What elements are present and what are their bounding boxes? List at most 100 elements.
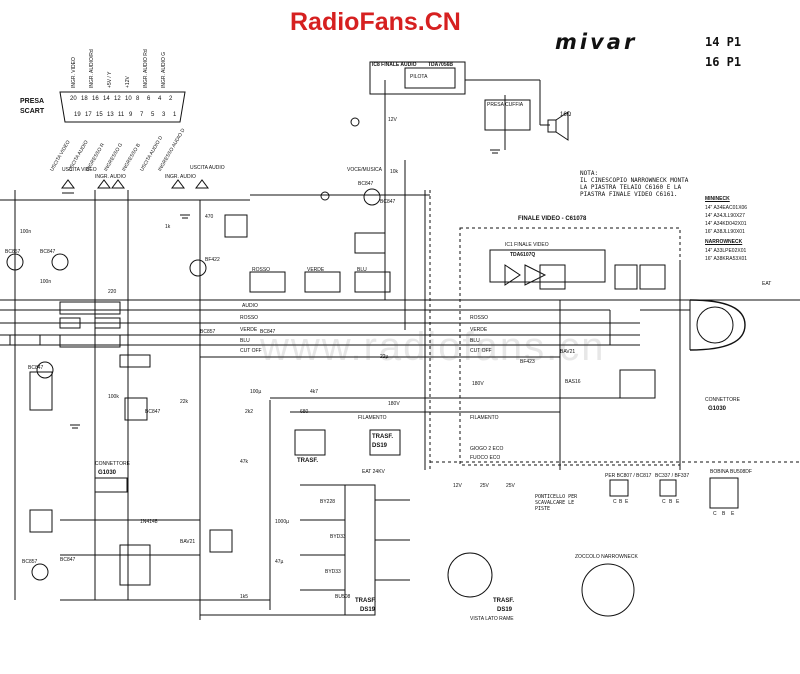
- scart-pin-6: 6: [147, 96, 151, 102]
- fuoco-label: FUOCO ECO: [470, 455, 501, 461]
- component-label: BF423: [520, 359, 535, 365]
- pkg-label-1: PER BC807 / BC817: [605, 473, 652, 479]
- headphone-jack-label: PRESA CUFFIA: [487, 102, 524, 108]
- scart-pin-17: 17: [85, 112, 92, 118]
- pin-letter: E: [731, 511, 735, 517]
- component-label: BC847: [260, 329, 276, 335]
- component-label: 4k7: [310, 389, 319, 395]
- box-blu: BLU: [357, 267, 367, 273]
- pkg-label-2: BC337 / BF337: [655, 473, 690, 479]
- sig-verde: VERDE: [240, 327, 258, 333]
- conn-uscita-audio: USCITA AUDIO: [190, 165, 225, 171]
- mineck-item: 14" A34KD042X01: [705, 221, 747, 227]
- crt-connector-label: CONNETTORE: [705, 397, 740, 403]
- component-label: 1k: [165, 224, 171, 230]
- component-label: BC847: [28, 365, 44, 371]
- component-label: BAS16: [565, 379, 581, 385]
- zoccolo-label: ZOCCOLO NARROWNECK: [575, 554, 638, 560]
- scart-top-label: INGR. AUDIO/Rd: [89, 49, 95, 88]
- scart-pin-3: 3: [162, 112, 166, 118]
- sig-cut-off-2: CUT OFF: [470, 348, 492, 354]
- model-label-16: 16 P1: [705, 55, 742, 69]
- component-label: 1000µ: [275, 519, 290, 525]
- ponticello-note: PONTICELLO PER SCAVALCARE LE PISTE: [535, 494, 578, 512]
- trasf-2-id: DS19: [372, 443, 388, 449]
- scart-connector-body: [59, 91, 186, 123]
- scart-pin-15: 15: [96, 112, 103, 118]
- box-rosso: ROSSO: [252, 267, 271, 273]
- conn-ingr-audio-1: INGR. AUDIO: [95, 174, 126, 180]
- mineck-item: 14" A34JLL90X27: [705, 213, 745, 219]
- scart-pin-11: 11: [118, 112, 125, 118]
- scart-pin-9: 9: [129, 112, 133, 118]
- scart-pin-5: 5: [151, 112, 155, 118]
- eat-24kv-label: EAT 24KV: [362, 469, 385, 475]
- scart-pin-10: 10: [125, 96, 132, 102]
- conn-ingr-audio-2: INGR. AUDIO: [165, 174, 196, 180]
- pin-letter: B: [669, 499, 673, 505]
- pin-letter: B: [722, 511, 726, 517]
- component-label: BC847: [60, 557, 76, 563]
- box-verde: VERDE: [307, 267, 325, 273]
- v25-lower-2: 25V: [506, 483, 515, 489]
- pin-letter: E: [625, 499, 629, 505]
- scart-pin-4: 4: [158, 96, 162, 102]
- trasf-ds19-id: DS19: [497, 607, 513, 613]
- sig-audio: AUDIO: [242, 303, 258, 309]
- voice-music-label: VOCE/MUSICA: [347, 167, 383, 173]
- component-label: BC847: [380, 199, 396, 205]
- component-label: 680: [300, 409, 309, 415]
- component-label: 2k2: [245, 409, 254, 415]
- component-label: BC857: [22, 559, 38, 565]
- mineck-item: 16" A38JLL90X01: [705, 229, 745, 235]
- crt-connector-id: G1030: [708, 406, 727, 412]
- sig-blu: BLU: [240, 338, 250, 344]
- pin-letter: C: [662, 499, 666, 505]
- nota-block: NOTA: IL CINESCOPIO NARROWNECK MONTA LA …: [580, 170, 689, 198]
- pin-letter: E: [676, 499, 680, 505]
- sig-blu-2: BLU: [470, 338, 480, 344]
- sig-verde-2: VERDE: [470, 327, 488, 333]
- watermark-title: RadioFans.CN: [290, 8, 461, 36]
- component-label: 47k: [240, 459, 249, 465]
- sig-filamento: FILAMENTO: [358, 415, 387, 421]
- sig-rosso-2: ROSSO: [470, 315, 489, 321]
- scart-title: PRESA: [20, 98, 45, 105]
- model-label-14: 14 P1: [705, 35, 742, 49]
- sig-rosso: ROSSO: [240, 315, 259, 321]
- scart-top-label: +12V: [125, 76, 131, 88]
- eat-label: EAT: [762, 281, 772, 287]
- component-label: 1N4148: [140, 519, 158, 525]
- component-label: 100n: [20, 229, 32, 235]
- component-label: BC857: [200, 329, 216, 335]
- component-label: 100µ: [250, 389, 262, 395]
- v12-lower: 12V: [453, 483, 462, 489]
- narrowneck-item: 16" A38KRA53X01: [705, 256, 748, 262]
- speaker-impedance: 16Ω: [560, 112, 572, 118]
- scart-pin-2: 2: [169, 96, 173, 102]
- scart-pin-12: 12: [114, 96, 121, 102]
- component-label: 10k: [390, 169, 399, 175]
- component-label: 100n: [40, 279, 52, 285]
- component-label: BAV21: [560, 349, 576, 355]
- component-label: BC847: [40, 249, 56, 255]
- vista-lato-rame: VISTA LATO RAME: [470, 616, 514, 622]
- audio-ic-label: IC8 FINALE AUDIO: [372, 62, 417, 68]
- pin-letter: C: [713, 511, 717, 517]
- trasf-1-label: TRASF.: [297, 458, 318, 464]
- finale-ic-part: TDA6107Q: [510, 252, 536, 258]
- connettore-id: G1030: [98, 470, 117, 476]
- component-label: BY228: [320, 499, 336, 505]
- scart-pin-14: 14: [103, 96, 110, 102]
- scart-pin-13: 13: [107, 112, 114, 118]
- finale-video-title: FINALE VIDEO - C61078: [518, 216, 587, 222]
- mineck-title: MININECK: [705, 196, 730, 202]
- component-label: BYD33: [325, 569, 341, 575]
- component-label: BYD33: [330, 534, 346, 540]
- component-label: 47µ: [275, 559, 284, 565]
- component-label: 22k: [180, 399, 189, 405]
- brand-logo: mivar: [555, 30, 638, 54]
- component-label: 100k: [108, 394, 119, 400]
